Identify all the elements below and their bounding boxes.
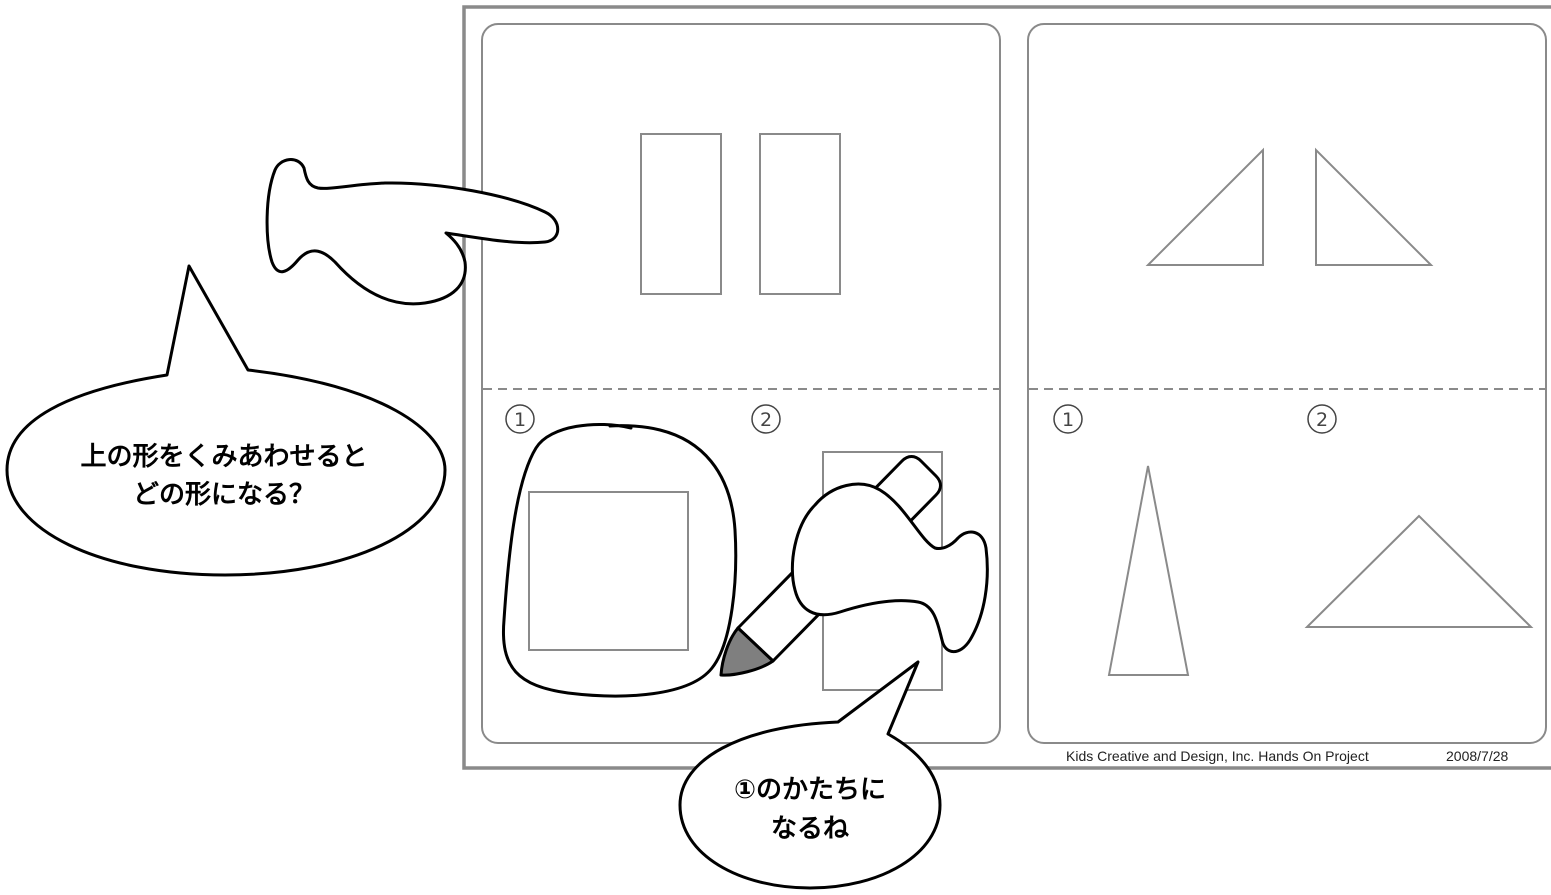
question-line-1: 上の形をくみあわせると [80, 442, 367, 472]
option-1-marker: 1 [514, 409, 526, 431]
answer-line-2: なるね [771, 814, 849, 844]
footer-credit: Kids Creative and Design, Inc. Hands On … [1066, 748, 1369, 764]
right-option-1-marker: 1 [1062, 409, 1074, 431]
right-option-2-marker: 2 [1316, 409, 1328, 431]
question-bubble-shape [7, 266, 445, 575]
worksheet-frame [464, 7, 1551, 768]
answer-line-1: ①のかたちに [734, 775, 886, 805]
option-2-marker: 2 [760, 409, 772, 431]
footer-date: 2008/7/28 [1446, 748, 1508, 764]
question-line-2: どの形になる？ [133, 480, 315, 510]
question-speech-bubble: 上の形をくみあわせると どの形になる？ [7, 266, 445, 575]
